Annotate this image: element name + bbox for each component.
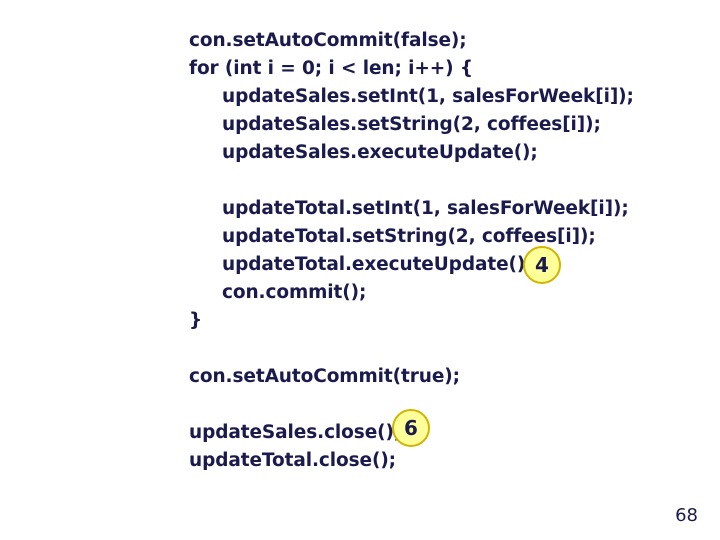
code-line-blank	[189, 167, 689, 195]
code-line: updateTotal.executeUpdate();	[222, 254, 533, 275]
page-number: 68	[675, 505, 698, 526]
code-line: }	[189, 310, 203, 331]
code-line: updateTotal.setInt(1, salesForWeek[i]);	[222, 198, 629, 219]
code-line: updateTotal.close();	[189, 450, 396, 471]
code-line: updateSales.setString(2, coffees[i]);	[222, 114, 601, 135]
code-line-blank	[189, 335, 689, 363]
callout-badge-6: 6	[392, 409, 430, 447]
code-listing: con.setAutoCommit(false); for (int i = 0…	[189, 27, 689, 475]
code-line: updateTotal.setString(2, coffees[i]);	[222, 226, 596, 247]
code-line: updateSales.close();	[189, 422, 402, 443]
code-line: updateSales.setInt(1, salesForWeek[i]);	[222, 86, 634, 107]
code-line-blank	[189, 391, 689, 419]
callout-badge-4: 4	[523, 246, 561, 284]
code-line: for (int i = 0; i < len; i++) {	[189, 58, 473, 79]
code-line: con.setAutoCommit(false);	[189, 30, 467, 51]
code-line: con.commit();	[222, 282, 367, 303]
code-line: updateSales.executeUpdate();	[222, 142, 538, 163]
code-line: con.setAutoCommit(true);	[189, 366, 460, 387]
